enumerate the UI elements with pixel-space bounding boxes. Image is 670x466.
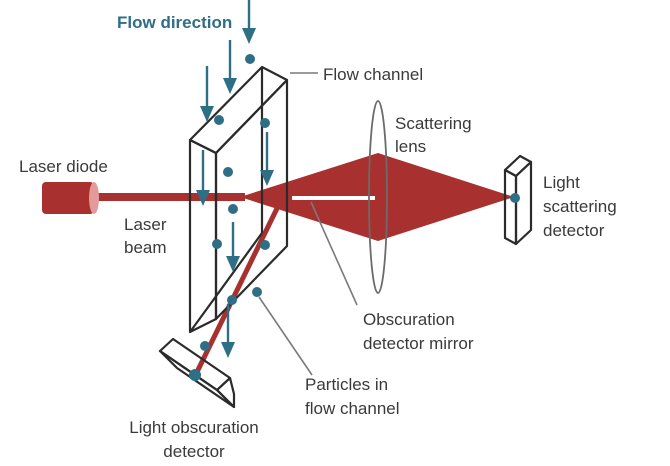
flow-channel	[188, 65, 289, 334]
light-obscuration-detector-label-line2: detector	[163, 442, 225, 461]
light-scattering-detector-label-line1: Light	[543, 173, 580, 192]
flow-arrow-icon	[242, 0, 256, 44]
obscuration-detector-spot	[189, 369, 201, 381]
particle	[223, 167, 233, 177]
flow-arrow-icon	[260, 132, 274, 186]
flow-arrow-icon	[196, 150, 210, 206]
light-scattering-detector	[503, 154, 533, 246]
particles-label-line1: Particles in	[305, 375, 388, 394]
particle	[200, 341, 210, 351]
obscuration-mirror-label-line2: detector mirror	[363, 334, 474, 353]
laser-beam	[95, 193, 245, 201]
scattering-lens-label-line2: lens	[395, 137, 426, 156]
light-obscuration-detector	[158, 337, 236, 409]
particle	[260, 118, 270, 128]
particles	[200, 54, 270, 351]
flow-arrow-icon	[221, 304, 235, 358]
flow-arrow-icon	[226, 222, 240, 272]
flow-arrow-icon	[223, 40, 237, 94]
particle	[227, 295, 237, 305]
flow-direction-label: Flow direction	[117, 13, 232, 32]
laser-beams	[95, 153, 514, 376]
flow-arrows	[196, 0, 274, 358]
obscuration-mirror-label-line1: Obscuration	[363, 310, 455, 329]
laser-diode-aperture	[89, 182, 99, 214]
particle	[252, 287, 262, 297]
light-obscuration-detector-label-line1: Light obscuration	[129, 418, 258, 437]
flow-arrow-icon	[200, 66, 214, 122]
laser-diode	[42, 182, 99, 214]
light-scattering-detector-label-line2: scattering	[543, 197, 617, 216]
particle	[245, 54, 255, 64]
scattering-lens-label-line1: Scattering	[395, 114, 472, 133]
light-scattering-detector-label-line3: detector	[543, 221, 605, 240]
flow-channel-label: Flow channel	[323, 65, 423, 84]
laser-beam-label-line1: Laser	[124, 215, 167, 234]
particles-label-line2: flow channel	[305, 399, 400, 418]
scattered-beam-cone	[240, 153, 514, 241]
laser-beam-label-line2: beam	[124, 238, 167, 257]
leader-lines	[258, 72, 358, 376]
obscuration-beam	[193, 188, 289, 376]
particle	[260, 240, 270, 250]
scattering-lens	[368, 100, 388, 294]
laser-diode-label: Laser diode	[19, 157, 108, 176]
particle	[228, 204, 238, 214]
scattering-detector-spot	[510, 193, 520, 203]
particle	[214, 115, 224, 125]
particle	[212, 239, 222, 249]
